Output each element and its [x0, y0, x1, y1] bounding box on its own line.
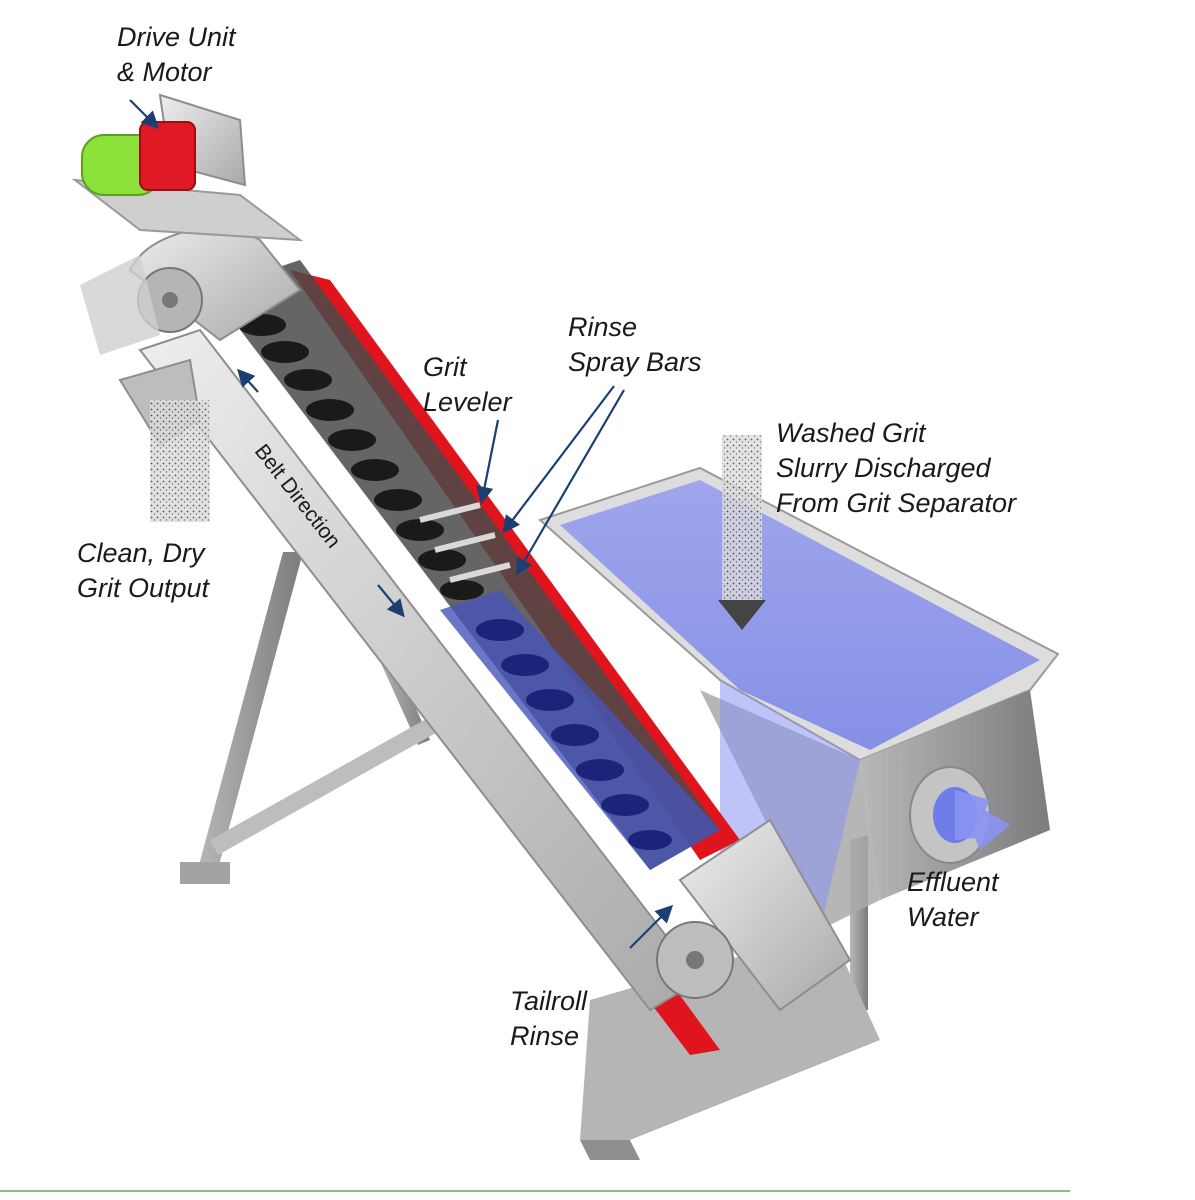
grit-slurry-stream: [718, 435, 766, 630]
label-effluent-water: Effluent Water: [907, 865, 999, 935]
label-tailroll-line1: Tailroll: [510, 986, 588, 1016]
rinse-spray-bars: [419, 502, 511, 583]
label-washed-line3: From Grit Separator: [776, 488, 1017, 518]
label-grit-leveler-line1: Grit: [423, 352, 467, 382]
label-rinse-line1: Rinse: [568, 312, 638, 342]
label-tailroll-rinse: Tailroll Rinse: [510, 984, 587, 1054]
label-rinse-spray-bars: Rinse Spray Bars: [568, 310, 702, 380]
label-drive-unit: Drive Unit & Motor: [117, 20, 236, 90]
label-washed-line2: Slurry Discharged: [776, 453, 991, 483]
head-pulley: [80, 223, 302, 355]
label-clean-line2: Grit Output: [77, 573, 210, 603]
effluent-outlet: [909, 766, 1010, 864]
label-grit-leveler: Grit Leveler: [423, 350, 512, 420]
label-drive-unit-line1: Drive Unit: [117, 22, 236, 52]
gearbox-icon: [139, 121, 196, 191]
label-rinse-line2: Spray Bars: [568, 347, 702, 377]
label-tailroll-line2: Rinse: [510, 1021, 580, 1051]
label-effluent-line1: Effluent: [907, 867, 999, 897]
footer-divider: [0, 1190, 1070, 1192]
grit-buckets: [218, 290, 672, 850]
label-drive-unit-line2: & Motor: [117, 57, 212, 87]
label-clean-dry-grit: Clean, Dry Grit Output: [77, 536, 209, 606]
dry-grit-output: [150, 400, 210, 522]
callout-arrows: [129, 99, 674, 949]
discharge-chute: [118, 358, 210, 522]
label-effluent-line2: Water: [907, 902, 979, 932]
label-clean-line1: Clean, Dry: [77, 538, 205, 568]
drive-unit: [71, 93, 304, 242]
label-washed-grit: Washed Grit Slurry Discharged From Grit …: [776, 416, 1016, 521]
label-washed-line1: Washed Grit: [776, 418, 926, 448]
label-grit-leveler-line2: Leveler: [423, 387, 512, 417]
tail-pulley: [656, 818, 852, 1012]
